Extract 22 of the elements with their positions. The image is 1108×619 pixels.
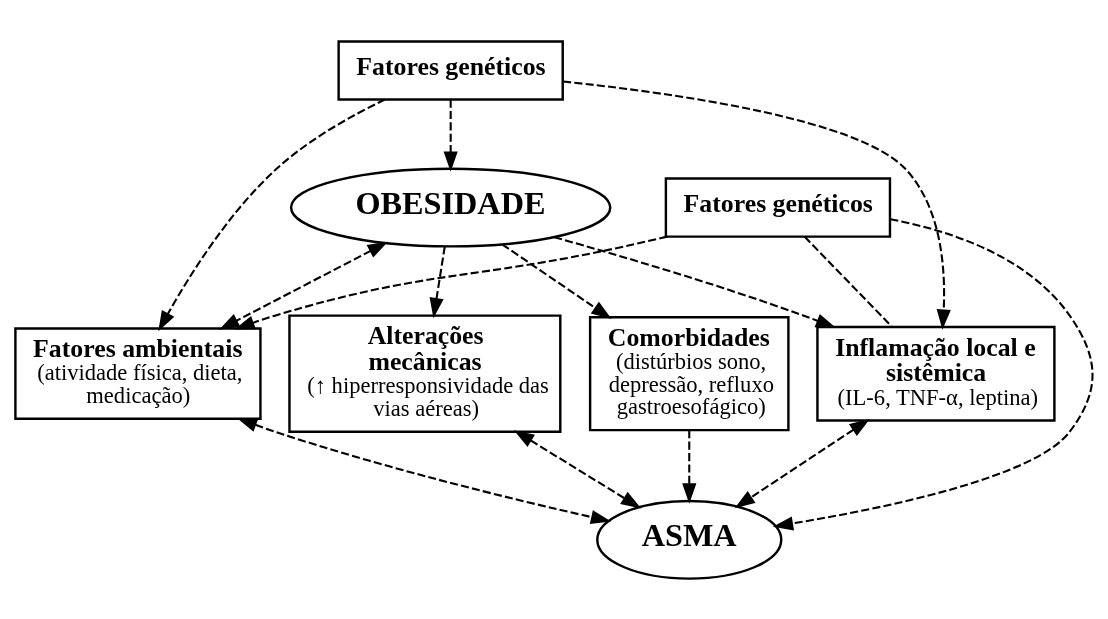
arrow xyxy=(158,98,386,331)
arrow xyxy=(734,418,870,508)
arrow xyxy=(219,241,388,330)
arrow xyxy=(429,245,446,318)
node-box: Alterações mecânicas (↑ hiperresponsividade das vias aéreas) xyxy=(288,313,562,433)
node-ellipse: ASMA xyxy=(596,499,783,580)
arrow xyxy=(554,235,837,328)
node-ellipse: OBESIDADE xyxy=(289,167,612,248)
arrow xyxy=(563,80,951,330)
arrow xyxy=(501,243,612,319)
arrow xyxy=(236,417,612,524)
node-box: Fatores genéticos xyxy=(337,39,564,101)
node-box: Fatores ambientais (atividade física, dieta, medicação) xyxy=(14,326,262,420)
node-box: Inflamação local e sistêmica (IL-6, TNF-α, leptina) xyxy=(816,325,1056,422)
arrow xyxy=(443,99,458,172)
node-box: Comorbidades (distúrbios sono, depressão, refluxo gastroesofágico) xyxy=(588,315,790,431)
arrow xyxy=(682,429,697,504)
arrow xyxy=(513,429,642,509)
connector xyxy=(803,235,893,327)
arrow xyxy=(234,235,668,330)
node-box: Fatores genéticos xyxy=(664,176,892,238)
arrow xyxy=(772,217,1094,530)
